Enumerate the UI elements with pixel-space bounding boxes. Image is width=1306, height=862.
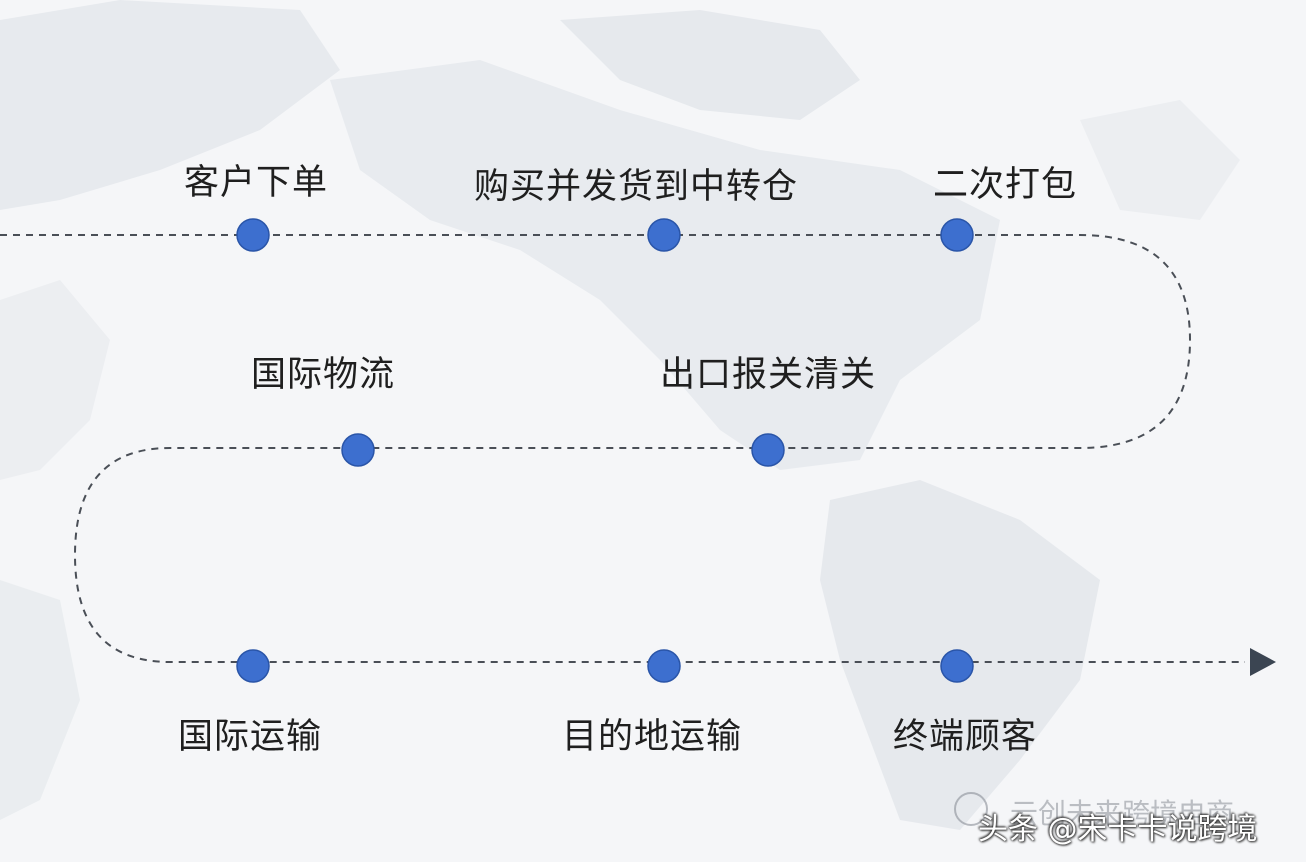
step-node-5	[341, 433, 375, 467]
step-label-1: 客户下单	[183, 163, 329, 203]
map-landmass-eurasia	[0, 0, 340, 210]
step-node-7	[647, 649, 681, 683]
step-label-3: 二次打包	[932, 165, 1078, 205]
watermark-front-text: 头条 @宋卡卡说跨境	[978, 812, 1258, 847]
step-node-6	[236, 649, 270, 683]
map-landmass-africa	[0, 280, 110, 480]
map-landmass-islands	[1080, 100, 1240, 220]
step-node-1	[236, 218, 270, 252]
step-label-2: 购买并发货到中转仓	[473, 167, 799, 207]
dashed-flow-line	[0, 234, 1245, 663]
arrowhead-icon	[1250, 648, 1276, 676]
step-node-3	[940, 218, 974, 252]
watermark-back-text: 云创未来跨境电商	[1010, 797, 1235, 830]
step-label-8: 终端顾客	[892, 717, 1038, 757]
map-landmass-greenland	[560, 10, 860, 120]
step-label-6: 国际运输	[177, 717, 323, 757]
map-landmass-north-america	[330, 60, 1000, 470]
step-node-2	[647, 218, 681, 252]
step-label-5: 国际物流	[250, 355, 396, 395]
step-node-4	[751, 433, 785, 467]
watermark: 云创未来跨境电商 头条 @宋卡卡说跨境	[950, 790, 1300, 850]
map-landmass-antarctica	[0, 580, 80, 820]
step-label-7: 目的地运输	[561, 717, 743, 757]
step-node-8	[940, 649, 974, 683]
wechat-icon	[954, 792, 988, 826]
step-label-4: 出口报关清关	[659, 355, 877, 395]
